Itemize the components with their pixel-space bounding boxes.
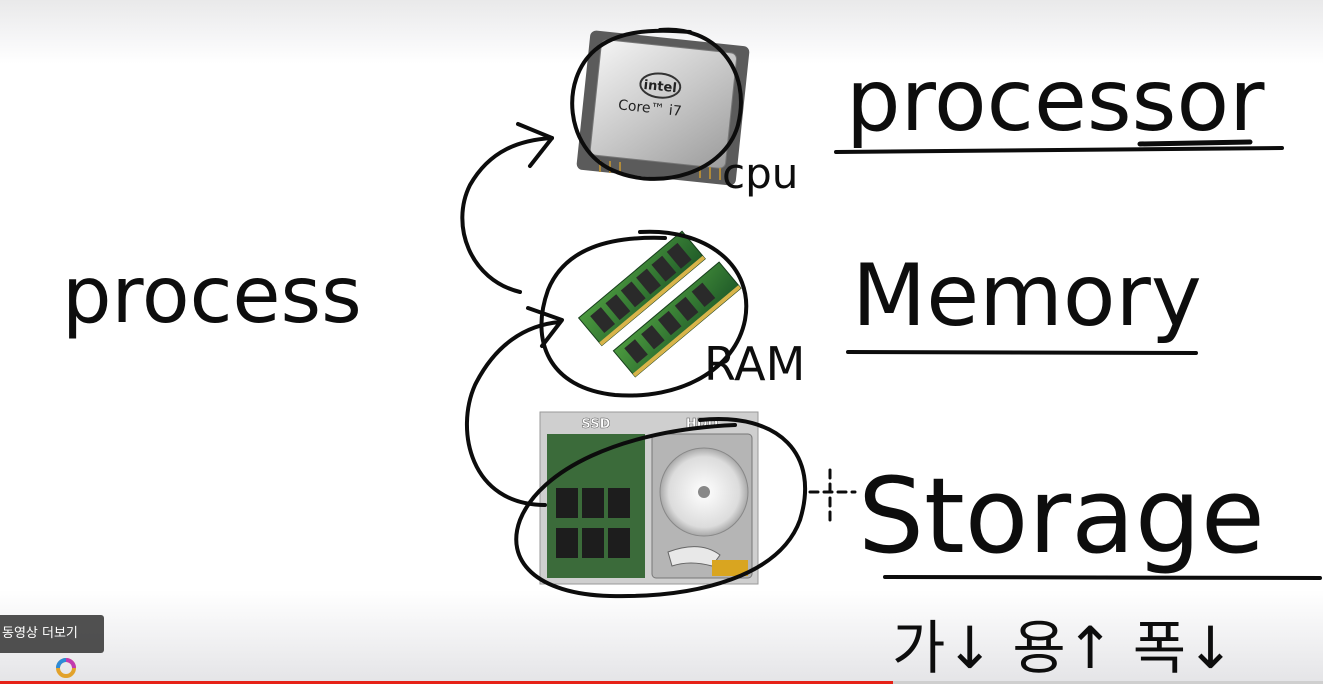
processor-underline	[834, 146, 1284, 154]
ram-image	[577, 230, 742, 378]
cpu-chip-image: intel Core™ i7	[576, 30, 750, 186]
storage-label: Storage	[858, 455, 1265, 577]
progress-bar-fill	[0, 681, 894, 684]
ram-circle-stroke	[539, 229, 749, 398]
arrow-storage-to-ram	[464, 320, 562, 507]
progress-bar[interactable]	[0, 681, 1323, 684]
footnote-label: 가↓ 용↑ 폭↓	[892, 614, 1235, 682]
cpu-tag: cpu	[722, 149, 798, 198]
storage-underline	[883, 575, 1322, 580]
storage-dash-connector	[808, 468, 857, 522]
bottom-gradient	[0, 590, 1323, 684]
memory-underline	[846, 350, 1198, 355]
ram-tag: RAM	[704, 337, 805, 391]
processor-underline-accent	[1137, 139, 1253, 147]
processor-label: processor	[846, 51, 1265, 151]
ssd-label: SSD	[582, 417, 611, 432]
cpu-circle-stroke	[570, 27, 743, 181]
storage-circle-stroke	[514, 417, 807, 599]
arrow-ram-to-cpu-head	[516, 122, 554, 168]
arrow-ram-to-cpu	[460, 136, 554, 294]
more-videos-button[interactable]: 동영상 더보기	[0, 615, 104, 653]
color-wheel-icon	[56, 658, 76, 678]
cpu-model-text: Core™ i7	[617, 97, 682, 120]
process-label: process	[62, 251, 362, 341]
memory-label: Memory	[852, 246, 1202, 346]
arrow-storage-to-ram-head	[526, 306, 564, 348]
cpu-brand-text: intel	[643, 78, 678, 96]
